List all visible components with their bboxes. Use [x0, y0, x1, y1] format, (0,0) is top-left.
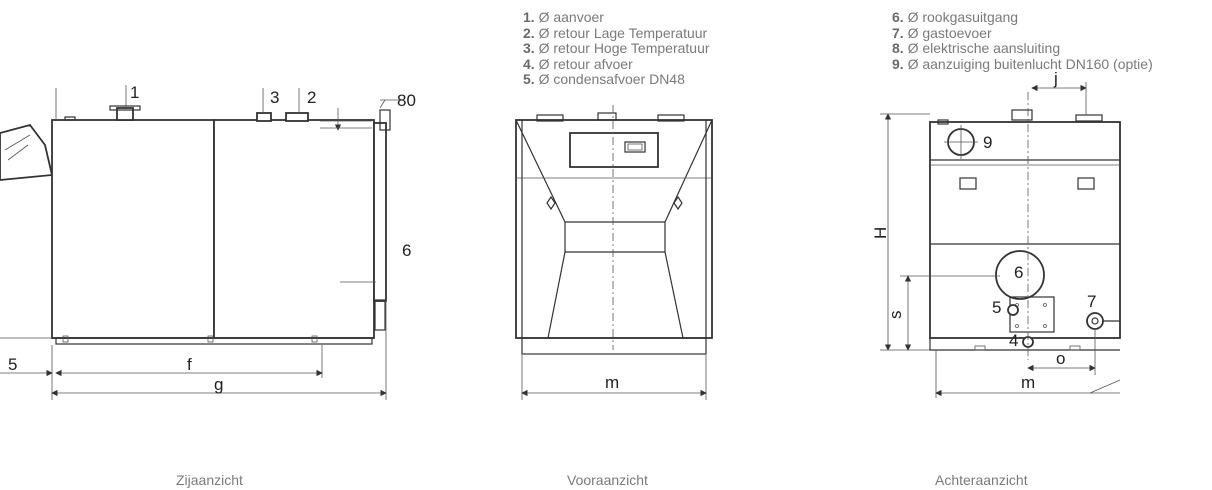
label-connector-3: 3	[270, 88, 279, 107]
label-dim-80: 80	[397, 91, 416, 110]
label-dim-m-front: m	[605, 373, 619, 392]
side-panel-front	[51, 119, 215, 339]
gas-inlet-7	[1086, 312, 1104, 330]
legend-item: 8. Ø elektrische aansluiting	[892, 40, 1061, 56]
caption-front-view: Vooraanzicht	[567, 472, 648, 488]
back-view: 9 6 5 7 4 H s o m j	[871, 69, 1121, 398]
label-connector-1: 1	[130, 83, 139, 102]
label-dim-top: j	[1053, 69, 1058, 88]
legend-item: 7. Ø gastoevoer	[892, 24, 992, 41]
label-dim-5: 5	[8, 355, 17, 374]
connector-3	[256, 112, 272, 122]
front-view: m	[515, 105, 713, 400]
caption-side-view: Zijaanzicht	[176, 472, 243, 488]
legend-left: 1. Ø aanvoer 2. Ø retour Lage Temperatuu…	[523, 9, 710, 88]
label-flue-6: 6	[1014, 263, 1023, 282]
side-view: 1 3 2 80 6 5 f g	[0, 83, 416, 400]
legend-item: 6. Ø rookgasuitgang	[892, 9, 1019, 25]
connector-2	[285, 112, 309, 122]
connector-1	[116, 107, 134, 121]
label-dim-s: s	[886, 311, 905, 320]
legend-right: 6. Ø rookgasuitgang 7. Ø gastoevoer 8. Ø…	[892, 9, 1153, 72]
caption-back-view: Achteraanzicht	[935, 472, 1028, 488]
legend-item: 2. Ø retour Lage Temperatuur	[523, 24, 708, 41]
condensate-5	[1007, 304, 1019, 316]
legend-item: 1. Ø aanvoer	[523, 9, 604, 25]
label-dim-H: H	[871, 227, 890, 239]
label-dim-m-back: m	[1021, 373, 1035, 392]
legend-item: 5. Ø condensafvoer DN48	[523, 71, 685, 87]
label-dim-f: f	[187, 355, 192, 374]
label-air-intake-9: 9	[983, 133, 992, 152]
flue-outlet	[373, 122, 387, 302]
label-gas-7: 7	[1087, 292, 1096, 311]
label-dim-o: o	[1056, 349, 1065, 368]
label-drain-4: 4	[1009, 331, 1018, 350]
legend-item: 4. Ø retour afvoer	[523, 55, 633, 72]
label-dim-g: g	[214, 375, 223, 394]
flue-outlet-6	[995, 250, 1045, 300]
legend-item: 9. Ø aanzuiging buitenlucht DN160 (optie…	[892, 55, 1153, 72]
side-panel-rear	[213, 119, 375, 339]
legend-item: 3. Ø retour Hoge Temperatuur	[523, 40, 710, 56]
control-panel	[569, 132, 659, 168]
label-flue-6: 6	[402, 241, 411, 260]
label-condensate-5: 5	[992, 298, 1001, 317]
back-casing	[929, 121, 1121, 339]
label-connector-2: 2	[307, 88, 316, 107]
burner-housing	[0, 123, 54, 181]
